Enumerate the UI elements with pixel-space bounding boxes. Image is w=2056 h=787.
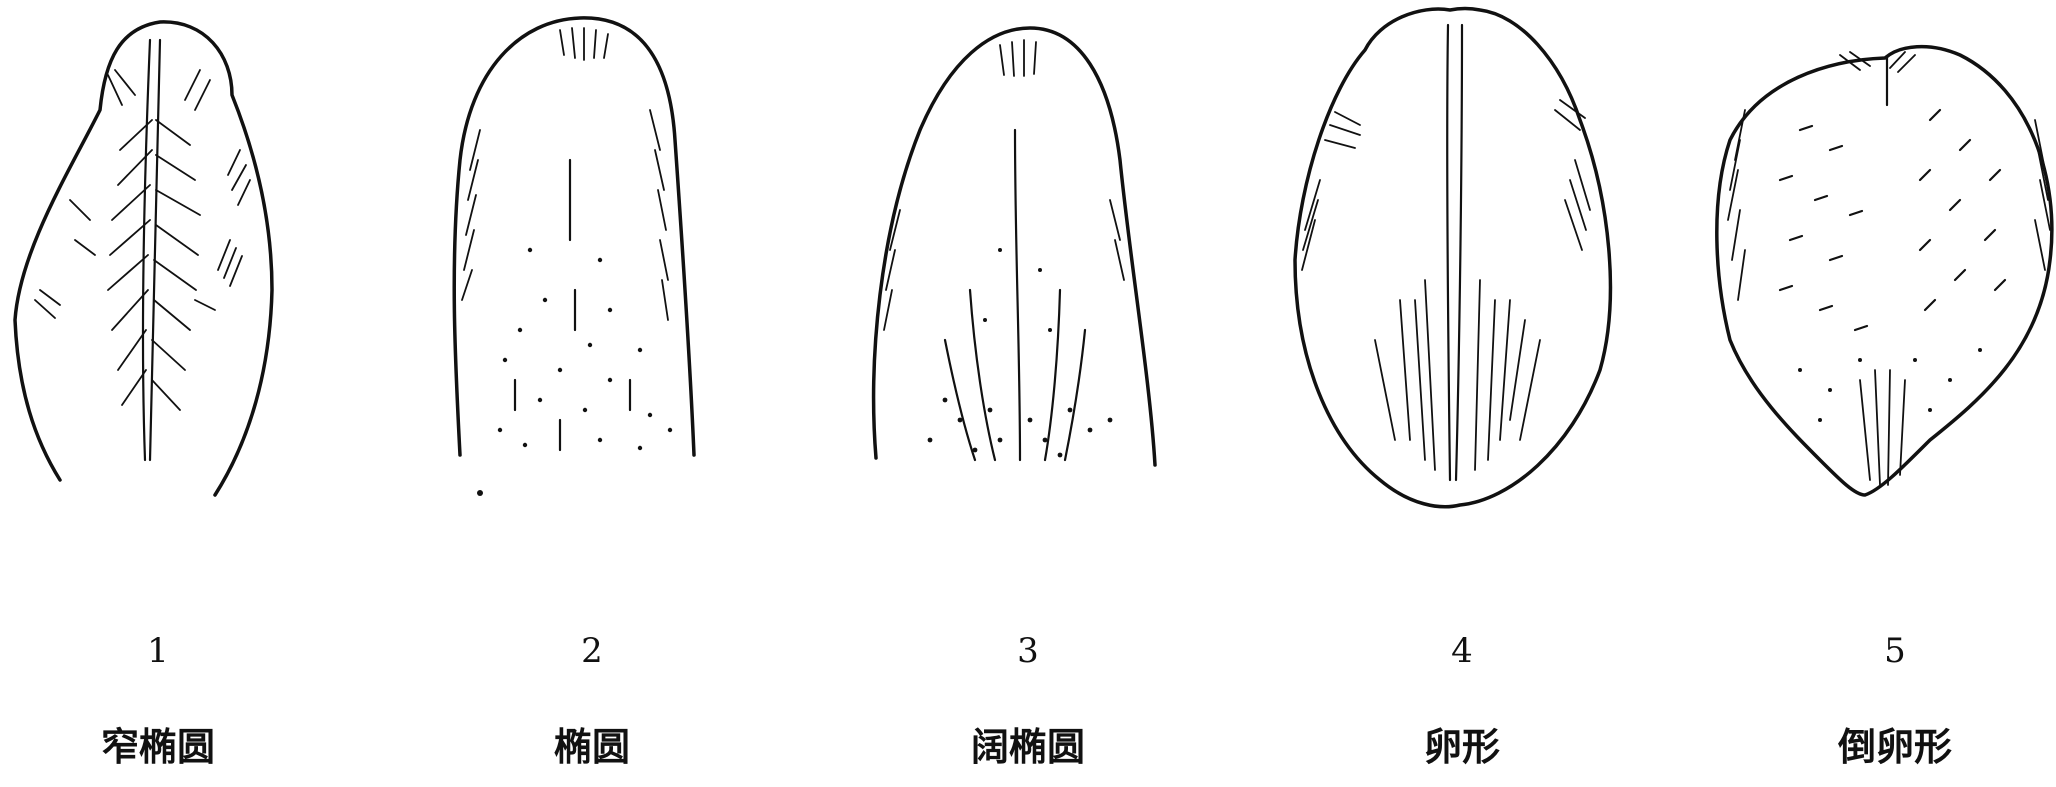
- leaf-obovate-drawing: [1717, 47, 2052, 495]
- shape-caption-4: 卵形: [1424, 725, 1500, 769]
- shape-number-1: 1: [147, 631, 169, 671]
- leaf-ovate-drawing: [1295, 9, 1610, 507]
- shape-caption-5: 倒卵形: [1837, 725, 1952, 769]
- shape-caption-2: 椭圆: [554, 725, 630, 769]
- shape-number-3: 3: [1017, 631, 1039, 671]
- shape-number-5: 5: [1884, 631, 1906, 671]
- leaf-narrow-ellipse-drawing: [15, 22, 272, 495]
- shape-caption-1: 窄椭圆: [101, 725, 215, 769]
- shape-number-2: 2: [581, 631, 603, 671]
- shape-number-4: 4: [1451, 631, 1473, 671]
- shape-caption-3: 阔椭圆: [971, 725, 1085, 769]
- leaf-ellipse-drawing: [454, 18, 694, 496]
- leaf-broad-ellipse-drawing: [874, 28, 1155, 465]
